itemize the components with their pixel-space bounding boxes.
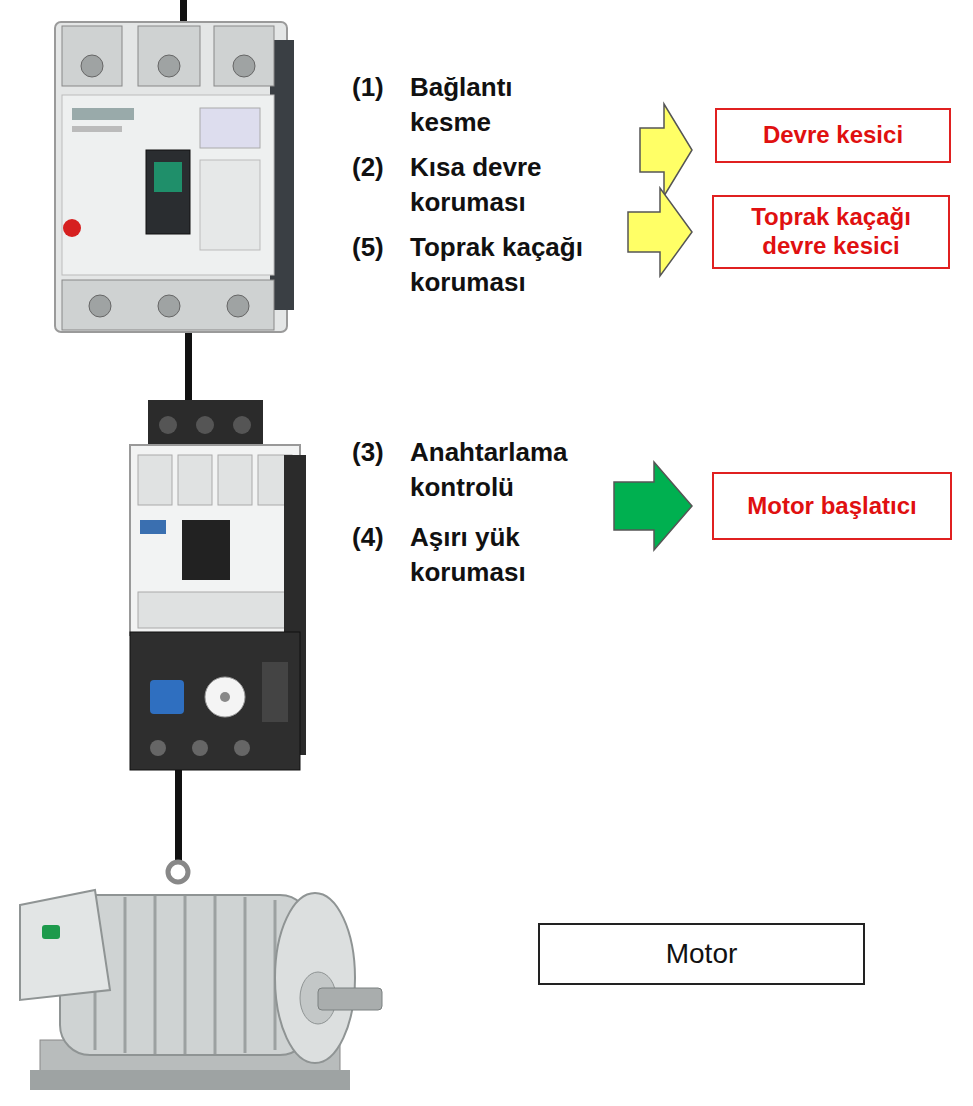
- box-text: Motor başlatıcı: [747, 492, 916, 521]
- motor-name-box: Motor: [538, 923, 865, 985]
- box-text: Devre kesici: [763, 121, 903, 150]
- function-text: Aşırı yük koruması: [410, 520, 596, 590]
- callout-number: (4): [352, 520, 408, 555]
- function-text: Toprak kaçağı koruması: [410, 230, 596, 300]
- yellow-block-arrow: [628, 188, 692, 276]
- callout-number: (5): [352, 230, 408, 265]
- function-text: Kısa devre koruması: [410, 150, 596, 220]
- wire: [175, 768, 182, 864]
- device-name-box: Motor başlatıcı: [712, 472, 952, 540]
- motor-starter-picture: [130, 400, 306, 770]
- device-name-box: Devre kesici: [715, 108, 951, 163]
- function-text: Anahtarlama kontrolü: [410, 435, 596, 505]
- yellow-block-arrow: [640, 104, 692, 196]
- green-block-arrow: [614, 462, 692, 550]
- box-text: Motor: [666, 937, 738, 971]
- callout-number: (3): [352, 435, 408, 470]
- box-text: Toprak kaçağı devre kesici: [722, 203, 940, 261]
- callout-number: (1): [352, 70, 408, 105]
- wire: [180, 0, 187, 24]
- motor-picture: [20, 862, 382, 1090]
- circuit-breaker-picture: [55, 22, 294, 332]
- callout-number: (2): [352, 150, 408, 185]
- function-text: Bağlantı kesme: [410, 70, 596, 140]
- device-name-box: Toprak kaçağı devre kesici: [712, 195, 950, 269]
- wire: [185, 330, 192, 404]
